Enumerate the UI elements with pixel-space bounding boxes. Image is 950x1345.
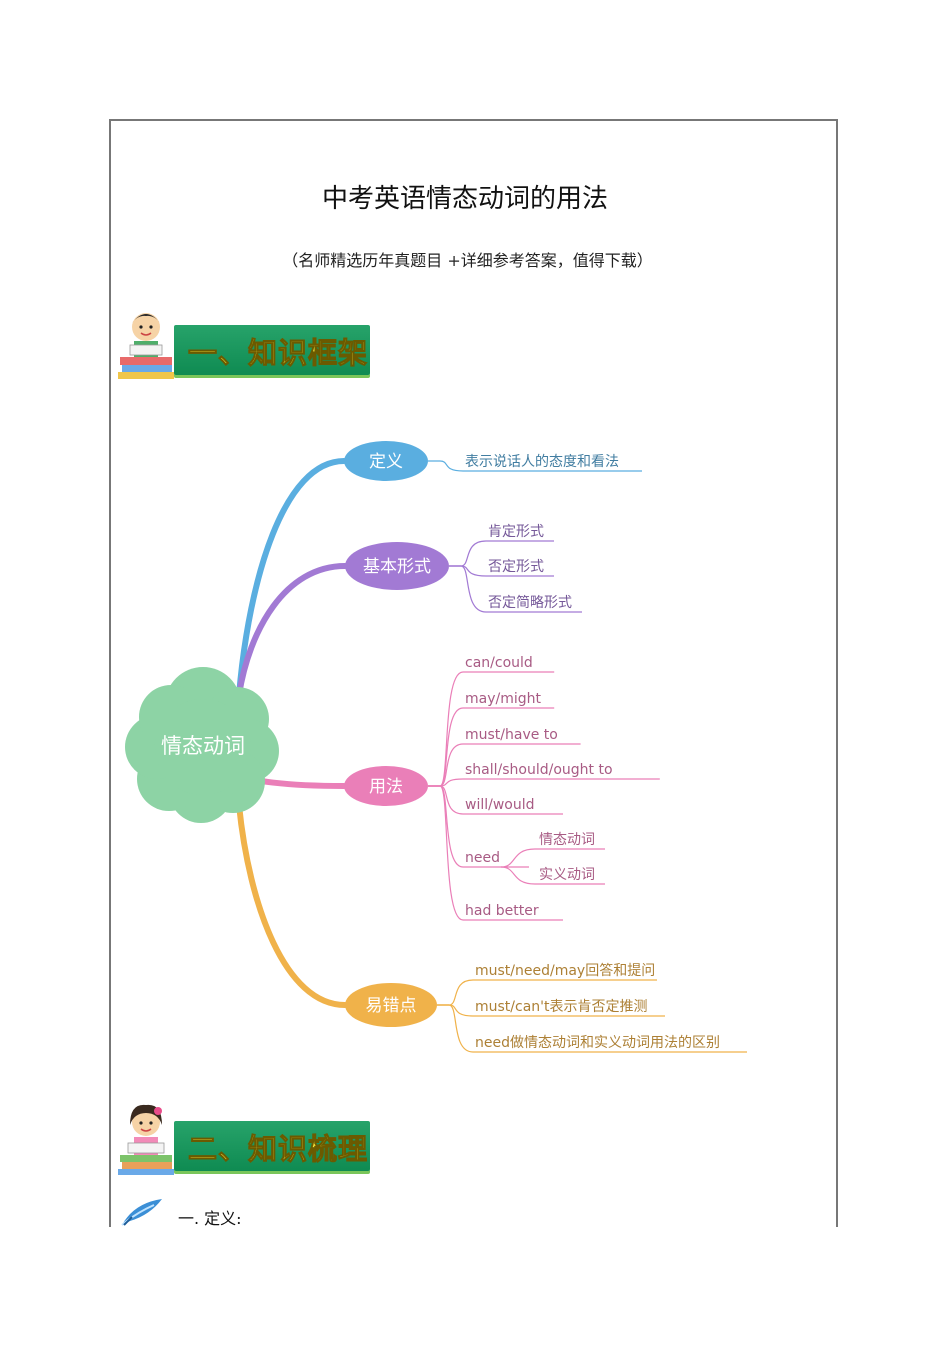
branch-item-errors: must/can't表示肯否定推测: [475, 999, 648, 1015]
branch-item-usage: can/could: [465, 655, 533, 671]
item-label: 肯定形式: [488, 524, 544, 540]
item-label: need: [465, 850, 500, 866]
branch-connector: [428, 778, 464, 787]
branch-node-label: 易错点: [366, 996, 417, 1016]
branch-connector: [449, 540, 487, 567]
branch-connector: [437, 1004, 474, 1017]
reading-girl-icon: [118, 1104, 174, 1175]
center-cloud-lobe: [155, 699, 251, 795]
branch-node-label: 用法: [369, 777, 403, 797]
branch-connector: [437, 1004, 474, 1053]
branch-trunk-definition: [236, 458, 347, 698]
branch-node-shape: [344, 441, 428, 481]
banner-knowledge-framework: 一、知识框架: [114, 299, 376, 381]
branch-node-definition: 定义: [344, 441, 428, 481]
item-label: 否定形式: [488, 559, 544, 575]
sub-connector: [500, 866, 536, 885]
item-label: must/need/may回答和提问: [475, 962, 655, 979]
branch-node-label: 定义: [369, 452, 403, 472]
branch-connector: [428, 785, 464, 921]
item-label: shall/should/ought to: [465, 762, 613, 778]
page-frame: [109, 119, 838, 1227]
branch-item-definition: 表示说话人的态度和看法: [465, 454, 619, 470]
need-sub-label: 实义动词: [539, 867, 595, 883]
branch-connector: [449, 565, 487, 613]
branch-item-usage: need: [465, 850, 500, 866]
branch-node-shape: [344, 766, 428, 806]
branch-item-errors: need做情态动词和实义动词用法的区别: [475, 1035, 720, 1051]
branch-node-forms: 基本形式: [345, 542, 449, 590]
section-label: 一. 定义:: [178, 1209, 242, 1228]
center-label: 情态动词: [161, 734, 245, 758]
branch-item-usage: had better: [465, 903, 539, 919]
item-label: 否定简略形式: [488, 594, 572, 611]
branch-item-usage: must/have to: [465, 727, 558, 743]
branch-connector: [437, 979, 474, 1006]
item-label: 表示说话人的态度和看法: [465, 454, 619, 470]
reading-boy-icon: [118, 313, 174, 379]
document-title: 中考英语情态动词的用法: [321, 184, 608, 214]
item-label: must/have to: [465, 727, 558, 743]
banner-ribbon: 一、知识框架: [174, 325, 370, 375]
branch-item-forms: 否定简略形式: [488, 594, 572, 611]
sub-connector: [500, 848, 536, 868]
feather-quill-icon: [121, 1199, 162, 1226]
branch-connector: [428, 460, 464, 472]
mindmap-center-node: 情态动词: [125, 667, 279, 823]
branch-node-usage: 用法: [344, 766, 428, 806]
need-sub-label: 情态动词: [539, 832, 595, 848]
branch-item-usage: shall/should/ought to: [465, 762, 613, 778]
branch-connector: [449, 565, 487, 577]
branch-item-forms: 否定形式: [488, 559, 544, 575]
item-label: had better: [465, 903, 539, 919]
branch-node-errors: 易错点: [345, 983, 437, 1027]
document-subtitle: （名师精选历年真题目 +详细参考答案，值得下载）: [282, 251, 653, 270]
branch-item-usage: may/might: [465, 691, 542, 707]
branch-node-label: 基本形式: [363, 557, 431, 577]
item-label: need做情态动词和实义动词用法的区别: [475, 1035, 720, 1051]
banner-ribbon: 二、知识梳理: [174, 1121, 370, 1171]
branch-trunk-errors: [236, 802, 348, 1008]
branch-node-shape: [345, 983, 437, 1027]
item-label: may/might: [465, 691, 542, 707]
branch-trunk-forms: [236, 563, 348, 698]
branch-item-errors: must/need/may回答和提问: [475, 962, 655, 979]
banner-knowledge-review: 二、知识梳理: [114, 1095, 376, 1177]
branch-node-shape: [345, 542, 449, 590]
branch-item-usage: will/would: [465, 797, 535, 813]
branch-item-forms: 肯定形式: [488, 524, 544, 540]
banner-label: 一、知识框架: [187, 336, 369, 371]
item-label: will/would: [465, 797, 535, 813]
item-label: can/could: [465, 655, 533, 671]
item-label: must/can't表示肯否定推测: [475, 999, 648, 1015]
banner-label: 二、知识梳理: [187, 1132, 369, 1167]
